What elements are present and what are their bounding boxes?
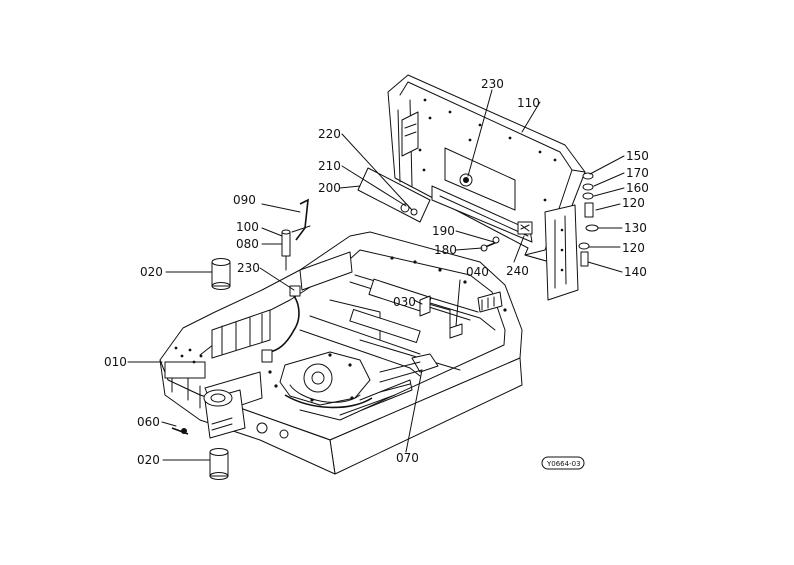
callout-010: 010 (104, 355, 127, 369)
callout-020-lower: 020 (137, 453, 160, 467)
callout-020-upper: 020 (140, 265, 163, 279)
grommet-230 (459, 173, 473, 187)
callout-080: 080 (236, 237, 259, 251)
callout-140: 140 (624, 265, 647, 279)
right-fastener-stack (544, 172, 599, 301)
callout-070: 070 (396, 451, 419, 465)
bolt-060 (171, 427, 189, 435)
callout-060: 060 (137, 415, 160, 429)
callout-120-upper: 120 (622, 196, 645, 210)
callout-160: 160 (626, 181, 649, 195)
callout-130: 130 (624, 221, 647, 235)
callout-230-lower: 230 (237, 261, 260, 275)
callout-220: 220 (318, 127, 341, 141)
callout-240: 240 (506, 264, 529, 278)
callout-090: 090 (233, 193, 256, 207)
leader-lines (127, 89, 625, 461)
callout-030: 030 (393, 295, 416, 309)
drawing-code: Y0664-03 (546, 460, 581, 468)
callout-180: 180 (434, 243, 457, 257)
callout-230-upper: 230 (481, 77, 504, 91)
lever-assembly (281, 198, 311, 271)
callout-200: 200 (318, 181, 341, 195)
cover-plate (357, 167, 431, 223)
bolts-180-190 (480, 236, 500, 252)
callout-190: 190 (432, 224, 455, 238)
callout-110: 110 (517, 96, 540, 110)
bushing-lower (209, 448, 229, 480)
callout-170: 170 (626, 166, 649, 180)
callout-labels: 010 020 020 030 040 060 070 080 090 100 … (104, 77, 649, 467)
rear-panel (387, 74, 586, 263)
callout-040: 040 (466, 265, 489, 279)
drawing-code-stamp: Y0664-03 (541, 456, 585, 470)
bushing-upper (211, 258, 231, 290)
callout-120-lower: 120 (622, 241, 645, 255)
callout-100: 100 (236, 220, 259, 234)
callout-150: 150 (626, 149, 649, 163)
callout-210: 210 (318, 159, 341, 173)
cable-230 (261, 285, 301, 363)
small-brackets (419, 295, 463, 339)
swing-bracket (203, 371, 289, 439)
